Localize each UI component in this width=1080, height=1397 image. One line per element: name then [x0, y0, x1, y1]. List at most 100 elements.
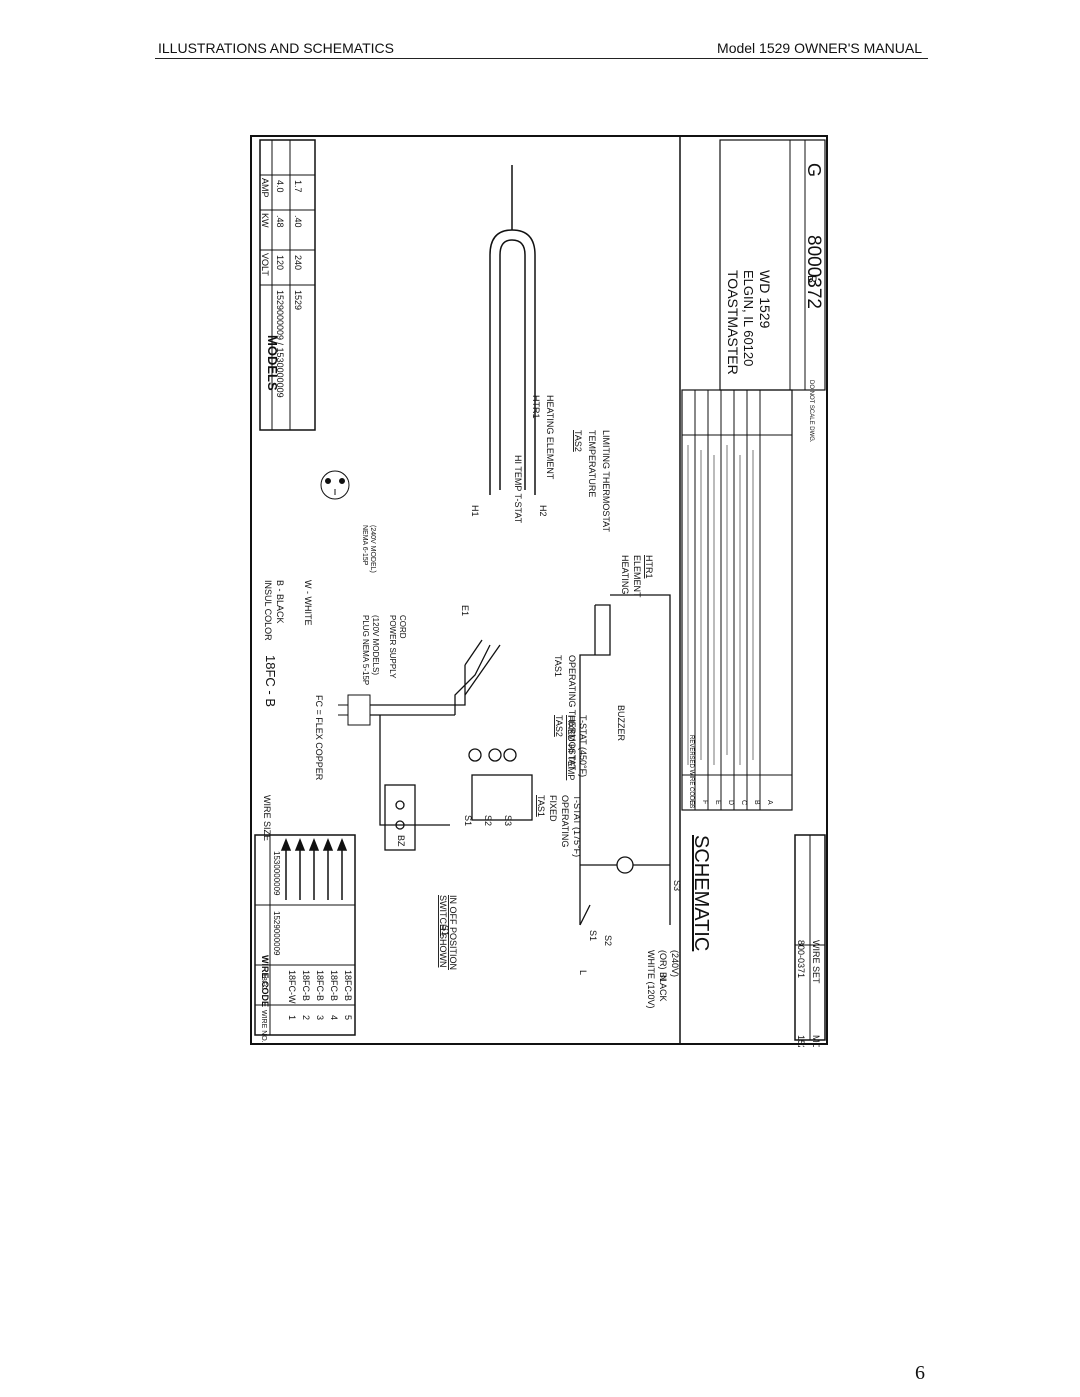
wire-row-4-no: 4	[329, 1015, 339, 1020]
wire-row-2-code: 18FC-B	[301, 970, 311, 1001]
insul-white: W - WHITE	[303, 580, 313, 626]
s1-label-top: S1	[463, 815, 473, 826]
header-right: Model 1529 OWNER'S MANUAL	[717, 40, 922, 56]
tas2-label-bottom: TAS2	[554, 715, 564, 737]
h2-label: H2	[538, 505, 548, 517]
models-row2-volt: 240	[293, 255, 303, 270]
tas1-fixed: FIXED	[548, 795, 558, 822]
tas1-label-top: TAS1	[553, 655, 563, 677]
heating-label: HEATING	[620, 555, 630, 594]
tas2-fixed: FIXED HI TEMP	[566, 715, 576, 780]
or-black-label: (OR) BLACK	[658, 950, 668, 1002]
models-title: MODELS	[265, 335, 280, 391]
wire-header-no: WIRE NO.	[260, 1010, 267, 1043]
wire-row-5-code: 18FC-B	[343, 970, 353, 1001]
models-row1-kw: .48	[275, 215, 285, 228]
models-row2-code: 1529	[293, 290, 303, 310]
wd-number: WD 1529	[757, 270, 773, 329]
wire-code-col1: 1529000009	[272, 911, 281, 956]
s2-label-top: S2	[483, 815, 493, 826]
wiring-schematic: MODELS VOLT KW AMP 1529000009 / 15300000…	[250, 135, 828, 1047]
tas1-operating: OPERATING	[560, 795, 570, 847]
tas2-label-top: TAS2	[573, 430, 583, 452]
models-table: MODELS VOLT KW AMP 1529000009 / 15300000…	[259, 139, 316, 431]
size-letter: B	[805, 275, 819, 283]
header-left: ILLUSTRATIONS AND SCHEMATICS	[158, 40, 394, 56]
wire-row-1-code: 18FC-W	[287, 970, 297, 1004]
wire-code-table: WIRE CODE 1529000009 1530000009 WIRE NO.…	[254, 834, 356, 1043]
nema-note: NEMA 6-15P	[361, 525, 368, 566]
s3-label-top: S3	[503, 815, 513, 826]
wire-set-block: 1529, 1530 MODELS 800-0371 WIRE SET	[794, 834, 826, 1047]
wire-row-3-code: 18FC-B	[315, 970, 325, 1001]
wire-arrows	[280, 837, 348, 900]
switch-shown: SWITCH SHOWN	[438, 895, 448, 968]
l-label: L	[578, 970, 588, 975]
wire-row-2-no: 2	[301, 1015, 311, 1020]
s3-label-bottom: S3	[672, 880, 682, 891]
e1-label: E1	[460, 605, 470, 616]
wire-set-number: 800-0371	[796, 940, 806, 978]
power-cord-wires	[370, 639, 501, 716]
rev-letter-f: F	[701, 800, 708, 804]
s2-label-bottom: S2	[603, 935, 613, 946]
htr1-label-top: HTR1	[531, 395, 541, 419]
schematic-circuit	[579, 594, 671, 926]
company-name: TOASTMASTER	[725, 270, 741, 375]
wire-row-5-no: 5	[343, 1015, 353, 1020]
models-header-amp: AMP	[260, 178, 270, 198]
company-city: ELGIN, IL 60120	[741, 270, 756, 366]
revision-letter: G	[804, 163, 824, 177]
white-120-label: WHITE (120V)	[646, 950, 656, 1009]
nema-note2: (240V MODEL)	[369, 525, 376, 573]
v240-label: (240V)	[670, 950, 680, 977]
plug-note: PLUG NEMA 5-15P	[361, 615, 370, 685]
wire-size-label: WIRE SIZE	[262, 795, 272, 841]
wire-code-col2: 1530000009	[272, 851, 281, 896]
buzzer-label: BUZZER	[616, 705, 626, 742]
revision-table: REVERSED WIRE CODES G F E D C B A	[681, 389, 793, 811]
bz-label: BZ	[396, 835, 406, 847]
schematic-label: SCHEMATIC	[690, 835, 712, 951]
cord: CORD	[398, 615, 407, 639]
tas1-tstat: T-STAT (175°F)	[572, 795, 582, 857]
tas2-desc1: TEMPERATURE	[587, 430, 597, 497]
do-not-scale: DO NOT SCALE DWG.	[808, 380, 814, 443]
plug-240v-icon	[320, 470, 350, 500]
rev-letter-g: G	[688, 800, 695, 805]
heating-element-loop	[489, 165, 536, 495]
wire-code-title: WIRE CODE	[260, 955, 270, 1007]
rev-letter-d: D	[727, 800, 734, 805]
tas1-label-bottom: TAS1	[536, 795, 546, 817]
models-row1-amp: 4.0	[275, 180, 285, 193]
switch-assembly	[379, 715, 533, 851]
insul-color: INSUL COLOR	[263, 580, 273, 641]
plug-note2: (120V MODELS)	[371, 615, 380, 675]
models-row1-code: 1529000009 / 1530000009	[275, 290, 285, 398]
fc-note: FC = FLEX COPPER	[314, 695, 324, 781]
models-row2-amp: 1.7	[293, 180, 303, 193]
insul-black: B - BLACK	[275, 580, 285, 624]
hi-temp-tstat-label: HI TEMP T-STAT	[513, 455, 523, 524]
plug-120v-icon	[338, 694, 371, 726]
tas2-desc2: LIMITING THERMOSTAT	[601, 430, 611, 533]
title-block: TOASTMASTER ELGIN, IL 60120 WD 1529 8000…	[719, 139, 826, 443]
rev-letter-a: A	[766, 800, 773, 805]
wire-row-3-no: 3	[315, 1015, 325, 1020]
wire-row-4-code: 18FC-B	[329, 970, 339, 1001]
heating-element-label-top: HEATING ELEMENT	[545, 395, 555, 480]
rev-header: REVERSED WIRE CODES	[688, 735, 694, 808]
header-rule	[155, 58, 928, 59]
models-header-kw: KW	[260, 213, 270, 228]
tas2-tstat: T-STAT (450°F)	[578, 715, 588, 777]
in-off-position: IN OFF POSITION	[448, 895, 458, 970]
rev-letter-c: C	[740, 800, 747, 805]
s1-label-side: S1	[440, 925, 450, 936]
n-label: N	[658, 975, 668, 982]
models-row1-volt: 120	[275, 255, 285, 270]
drawing-number: 8000372	[803, 235, 824, 309]
wire-models-label: MODELS	[811, 1035, 821, 1047]
tas1-desc-top: OPERATING THERMOSTAT	[567, 655, 577, 771]
wire-rows: 1 18FC-W 2 18FC-B 3 18FC-B 4 18FC-B 5 18…	[287, 970, 353, 1020]
power-supply: POWER SUPPLY	[388, 615, 397, 679]
